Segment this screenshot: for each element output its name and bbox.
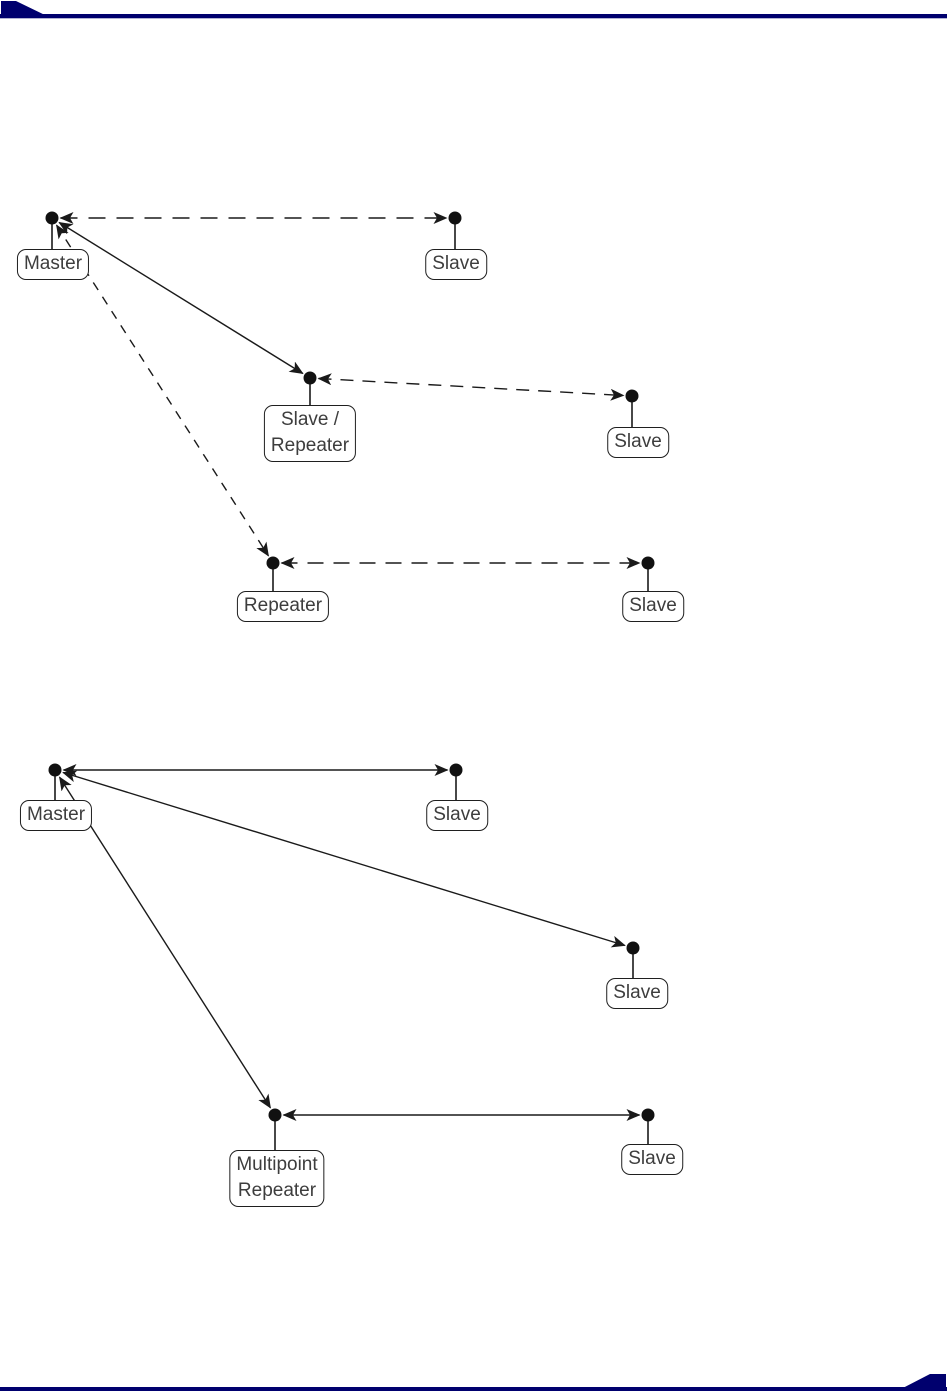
node-label-line: Repeater bbox=[237, 1180, 317, 1201]
link-point-to-point-with-repeaters-master-slave-repeater bbox=[58, 221, 304, 375]
node-label-line: Repeater bbox=[243, 595, 323, 616]
node-dot-slave-mid bbox=[625, 389, 639, 403]
link-multipoint-master-multipoint-repeater bbox=[59, 776, 271, 1109]
node-label-line: Slave bbox=[432, 253, 480, 274]
top-rule bbox=[0, 14, 947, 19]
node-label-slave-repeater: Slave / Repeater bbox=[263, 405, 357, 462]
node-label-line: Multipoint bbox=[236, 1154, 318, 1175]
node-label-line: Slave bbox=[614, 431, 662, 452]
node-label-slave-bottom: Slave bbox=[622, 591, 684, 622]
node-dot-repeater bbox=[266, 556, 280, 570]
node-label-line: Slave bbox=[628, 1148, 676, 1169]
link-multipoint-master-slave-mid bbox=[62, 770, 626, 948]
node-label-line: Repeater bbox=[270, 435, 350, 456]
node-dot-master bbox=[45, 211, 59, 225]
top-left-triangle-icon bbox=[1, 1, 49, 17]
node-dot-slave-top bbox=[448, 211, 462, 225]
node-dot-slave-bottom bbox=[641, 556, 655, 570]
node-label-master: Master bbox=[19, 800, 93, 831]
node-label-slave-mid: Slave bbox=[607, 427, 669, 458]
node-label-slave-top: Slave bbox=[426, 800, 488, 831]
node-dot-multipoint-repeater bbox=[268, 1108, 282, 1122]
node-label-line: Slave bbox=[613, 982, 661, 1003]
node-label-master: Master bbox=[16, 249, 90, 280]
node-label-slave-bottom: Slave bbox=[621, 1144, 683, 1175]
node-label-slave-top: Slave bbox=[425, 249, 487, 280]
node-label-slave-mid: Slave bbox=[606, 978, 668, 1009]
node-label-line: Slave bbox=[629, 595, 677, 616]
node-label-line: Slave / bbox=[280, 409, 340, 430]
node-label-repeater: Repeater bbox=[236, 591, 330, 622]
link-point-to-point-with-repeaters-slave-repeater-slave-mid bbox=[317, 373, 625, 401]
link-point-to-point-with-repeaters-master-repeater bbox=[56, 224, 269, 557]
edges-layer bbox=[56, 212, 641, 1121]
node-dot-slave-repeater bbox=[303, 371, 317, 385]
bottom-right-triangle-icon bbox=[899, 1374, 946, 1390]
node-dot-slave-mid bbox=[626, 941, 640, 955]
node-label-line: Master bbox=[23, 253, 83, 274]
node-label-line: Slave bbox=[433, 804, 481, 825]
node-dot-slave-bottom bbox=[641, 1108, 655, 1122]
node-dot-master bbox=[48, 763, 62, 777]
nodes-layer bbox=[45, 211, 655, 1150]
bottom-rule bbox=[0, 1387, 947, 1391]
node-dot-slave-top bbox=[449, 763, 463, 777]
node-label-line: Master bbox=[26, 804, 86, 825]
